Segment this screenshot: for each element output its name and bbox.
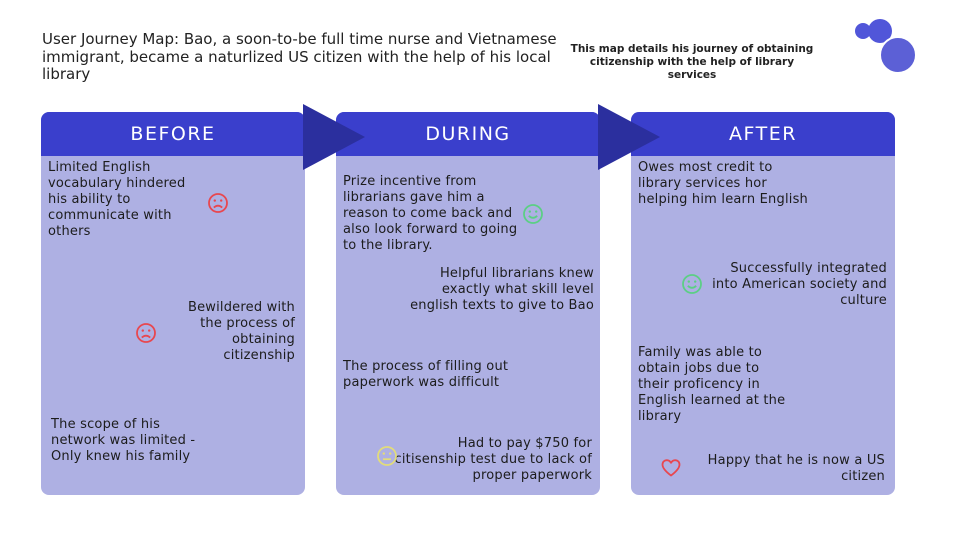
note-before-1: Limited English vocabulary hindered his … <box>48 160 186 239</box>
note-after-4: Happy that he is now a US citizen <box>707 453 885 484</box>
arrow-right-icon <box>303 104 365 170</box>
column-header-after: AFTER <box>631 112 895 156</box>
column-before: BEFORE Limited English vocabulary hinder… <box>41 112 305 495</box>
logo-bubble-large <box>879 36 917 74</box>
column-during: DURING Prize incentive from librarians g… <box>336 112 600 495</box>
happy-face-icon <box>682 274 702 294</box>
note-after-1: Owes most credit to library services hor… <box>638 160 808 207</box>
note-after-2: Successfully integrated into American so… <box>712 261 887 308</box>
page-subtitle: This map details his journey of obtainin… <box>570 43 814 81</box>
note-before-2: Bewildered with the process of obtaining… <box>187 300 295 363</box>
sad-face-icon <box>136 323 156 343</box>
column-after: AFTER Owes most credit to library servic… <box>631 112 895 495</box>
column-header-during: DURING <box>336 112 600 156</box>
logo-bubble-medium <box>868 19 892 43</box>
note-during-4: Had to pay $750 for citisenship test due… <box>394 436 592 483</box>
note-during-1: Prize incentive from librarians gave him… <box>343 174 518 253</box>
logo-bubble-small <box>855 23 871 39</box>
bubbles-logo <box>855 19 917 74</box>
note-during-3: The process of filling out paperwork was… <box>343 359 509 390</box>
page-title: User Journey Map: Bao, a soon-to-be full… <box>42 30 557 83</box>
neutral-face-icon <box>377 446 397 466</box>
note-during-2: Helpful librarians knew exactly what ski… <box>410 266 594 313</box>
note-after-3: Family was able to obtain jobs due to th… <box>638 345 786 424</box>
happy-face-icon <box>523 204 543 224</box>
arrow-right-icon <box>598 104 660 170</box>
column-header-before: BEFORE <box>41 112 305 156</box>
sad-face-icon <box>208 193 228 213</box>
heart-icon <box>661 459 681 477</box>
note-before-3: The scope of his network was limited - O… <box>51 417 196 464</box>
